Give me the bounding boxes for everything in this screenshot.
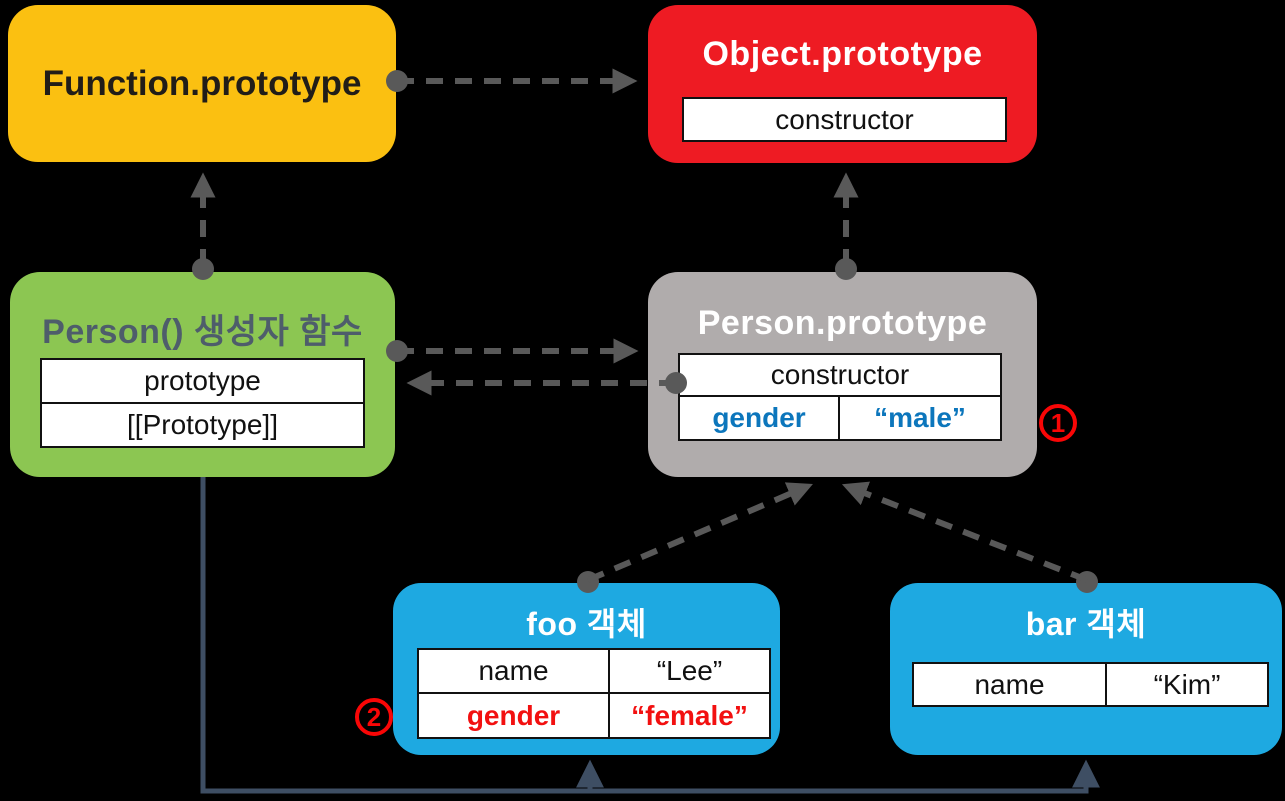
gender-value-cell: “male” (874, 402, 966, 433)
bar-object-box: bar 객체 name “Kim” (890, 583, 1282, 755)
gender-value-cell: “female” (631, 699, 748, 731)
table-row: name “Kim” (914, 664, 1267, 705)
name-value-cell: “Kim” (1153, 668, 1221, 700)
gender-key-cell: gender (419, 694, 610, 737)
gender-key-cell: gender (680, 397, 840, 439)
person-prototype-box: Person.prototype constructor gender “mal… (648, 272, 1037, 477)
arrow-function-to-object-prototype (386, 68, 638, 94)
table-row: constructor (684, 99, 1005, 140)
table-row: name “Lee” (419, 650, 769, 692)
person-constructor-title: Person() 생성자 함수 (42, 313, 363, 351)
arrow-person-ctor-to-function-prototype (190, 172, 216, 280)
internal-prototype-cell: [[Prototype]] (127, 409, 278, 440)
table-row: [[Prototype]] (42, 402, 363, 446)
table-row: prototype (42, 360, 363, 402)
prototype-cell: prototype (144, 365, 261, 396)
object-prototype-box: Object.prototype constructor (648, 5, 1037, 163)
constructor-cell: constructor (770, 359, 910, 390)
foo-object-table: name “Lee” gender “female” (417, 648, 771, 739)
function-prototype-title: Function.prototype (42, 63, 362, 103)
arrow-constructor-to-person-ctor (406, 370, 687, 396)
foo-object-box: foo 객체 name “Lee” gender “female” (393, 583, 780, 755)
person-prototype-title: Person.prototype (697, 304, 988, 342)
name-key-cell: name (419, 650, 610, 692)
object-prototype-title: Object.prototype (702, 35, 983, 73)
circled-number-2-badge: 2 (355, 698, 393, 736)
function-prototype-box: Function.prototype (8, 5, 396, 162)
bar-object-table: name “Kim” (912, 662, 1269, 707)
object-prototype-table: constructor (682, 97, 1007, 142)
arrow-prototype-property-to-person-prototype (386, 338, 639, 364)
circled-number-1-badge: 1 (1039, 404, 1077, 442)
name-value-cell: “Lee” (656, 655, 723, 686)
person-prototype-table: constructor gender “male” (678, 353, 1002, 441)
arrow-person-prototype-to-object-prototype (833, 172, 859, 280)
foo-object-title: foo 객체 (526, 606, 647, 642)
table-row: gender “female” (419, 692, 769, 737)
table-row: gender “male” (680, 395, 1000, 439)
bar-object-title: bar 객체 (1025, 606, 1147, 642)
name-key-cell: name (914, 664, 1107, 705)
table-row: constructor (680, 355, 1000, 395)
arrow-bar-to-person-prototype (841, 481, 1098, 593)
arrow-foo-to-person-prototype (577, 482, 813, 593)
constructor-cell: constructor (775, 103, 914, 135)
person-constructor-table: prototype [[Prototype]] (40, 358, 365, 448)
person-constructor-box: Person() 생성자 함수 prototype [[Prototype]] (10, 272, 395, 477)
